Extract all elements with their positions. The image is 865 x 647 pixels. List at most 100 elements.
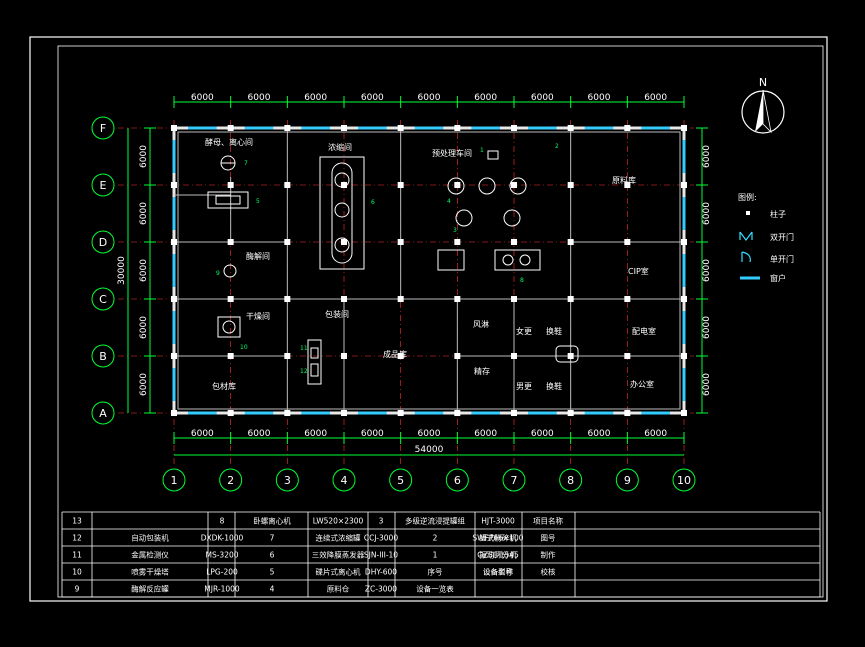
table-cell: SJN-III-10 xyxy=(364,551,398,560)
dim-top: 6000 xyxy=(304,93,327,103)
airshower-icon xyxy=(555,345,579,363)
pillar xyxy=(397,410,404,416)
dimension-lines: 6000 6000 6000 6000 6000 6000 6000 6000 6000 6000… xyxy=(117,93,712,456)
pillar xyxy=(624,410,631,416)
room-baozhuang: 包装间 xyxy=(325,309,349,319)
pillar xyxy=(171,125,177,131)
axis-label-col: 6 xyxy=(454,474,461,487)
axis-label-row: B xyxy=(99,350,107,363)
axis-bubble-col xyxy=(219,468,243,492)
storage-icon xyxy=(494,249,541,271)
pillar xyxy=(171,296,177,302)
room-nangeng: 男更 xyxy=(516,382,532,391)
pillar xyxy=(227,125,234,131)
pillar xyxy=(171,182,177,188)
pillar xyxy=(341,353,347,359)
table-cell: 9 xyxy=(75,585,80,594)
axis-label-col: 1 xyxy=(171,474,178,487)
pillar xyxy=(284,239,291,245)
dim-bottom: 6000 xyxy=(474,429,497,439)
pillar xyxy=(624,353,631,359)
dim-left: 6000 xyxy=(139,145,149,168)
dim-right: 6000 xyxy=(702,259,712,282)
reactor-icon xyxy=(223,264,237,278)
pillar xyxy=(397,125,404,131)
dryer-icon xyxy=(217,316,241,338)
axis-bubble-col xyxy=(275,468,299,492)
room-bangong: 办公室 xyxy=(630,379,654,389)
pillar xyxy=(397,296,404,302)
table-cell: 3 xyxy=(379,517,384,526)
eq-label-5: 5 xyxy=(256,198,260,205)
axis-bubble-row xyxy=(91,230,115,254)
pillar xyxy=(454,125,461,131)
axis-bubble-row xyxy=(91,116,115,140)
table-cell: 11 xyxy=(72,551,82,560)
table-cell: 1 xyxy=(433,551,438,560)
table-cell: HJT-3000 xyxy=(481,517,515,526)
dim-right: 6000 xyxy=(702,145,712,168)
pillar xyxy=(567,410,574,416)
evaporator-icon xyxy=(319,156,365,270)
legend-single-door: 单开门 xyxy=(770,254,794,264)
room-yuchuli: 预处理车间 xyxy=(432,148,472,158)
room-fengyu: 风淋 xyxy=(473,319,489,329)
room-nongsuo: 浓缩间 xyxy=(328,142,352,152)
pillar xyxy=(511,239,517,245)
room-chengpin: 成品库 xyxy=(383,349,407,359)
axis-bubble-row xyxy=(91,173,115,197)
room-nvgeng: 女更 xyxy=(516,326,532,336)
eq-label-2: 2 xyxy=(555,143,559,150)
eq-label-11: 11 xyxy=(300,345,308,352)
pillar xyxy=(341,182,347,188)
table-cell: 振动筛分机 xyxy=(479,550,517,560)
axis-label-col: 3 xyxy=(284,474,291,487)
titleblock-project: 项目名称 xyxy=(533,516,563,526)
legend-double-door: 双开门 xyxy=(770,232,794,242)
pillar xyxy=(681,239,687,245)
table-cell: 设备名称 xyxy=(483,567,513,577)
table-cell: 5 xyxy=(270,568,275,577)
axis-label-col: 8 xyxy=(567,474,574,487)
legend-title: 图例: xyxy=(738,192,757,202)
axis-label-row: D xyxy=(99,236,107,249)
table-cell: 4 xyxy=(270,585,275,594)
titleblock-checked: 校核 xyxy=(541,567,556,577)
pillar xyxy=(284,125,291,131)
dim-top: 6000 xyxy=(474,93,497,103)
axis-label-col: 2 xyxy=(227,474,234,487)
centrifuge-icon xyxy=(207,191,249,209)
pillar xyxy=(171,410,177,416)
dim-top: 6000 xyxy=(361,93,384,103)
pillar xyxy=(624,239,631,245)
eq-label-10: 10 xyxy=(240,344,248,351)
dim-right: 6000 xyxy=(702,373,712,396)
table-cell: 多级逆流浸提罐组 xyxy=(405,516,465,526)
table-cell: 7 xyxy=(270,534,275,543)
eq-label-6: 6 xyxy=(371,199,375,206)
pillar xyxy=(397,353,404,359)
pillar xyxy=(227,296,234,302)
equipment: 1 2 3 4 5 6 7 8 9 10 11 12 xyxy=(207,143,579,385)
pillar xyxy=(624,296,631,302)
eq-label-9: 9 xyxy=(216,270,220,277)
axis-bubble-row xyxy=(91,401,115,425)
dim-bottom: 6000 xyxy=(304,429,327,439)
table-cell: 三效降膜蒸发器 xyxy=(312,550,365,560)
legend: 图例: 柱子 双开门 单开门 窗户 xyxy=(738,192,794,283)
legend-window: 窗户 xyxy=(770,273,786,283)
pillar xyxy=(171,353,177,359)
table-cell: MJR-1000 xyxy=(204,585,240,594)
axis-label-col: 7 xyxy=(511,474,518,487)
dim-right: 6000 xyxy=(702,202,712,225)
eq-label-8: 8 xyxy=(520,277,524,284)
room-ganzao: 干燥间 xyxy=(246,312,270,321)
table-cell: DHY-600 xyxy=(365,568,397,577)
axis-label-row: F xyxy=(100,122,106,135)
table-cell: 原料仓 xyxy=(327,584,350,594)
table-cell: 13 xyxy=(72,517,82,526)
dim-top: 6000 xyxy=(531,93,554,103)
axis-label-row: C xyxy=(99,293,107,306)
